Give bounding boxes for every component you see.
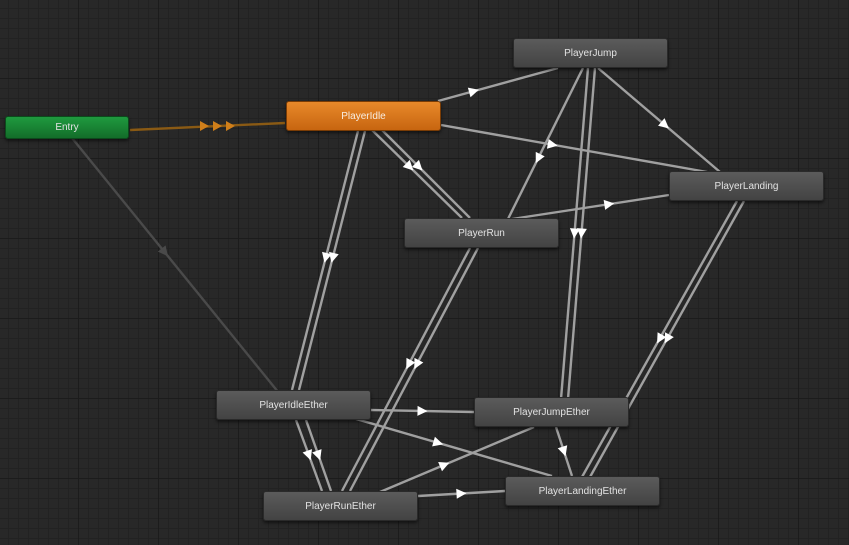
transition-idle-ether-to-landing-ether[interactable] [355,417,553,478]
player-run-ether-node[interactable]: PlayerRunEther [263,491,418,521]
player-landing-label: PlayerLanding [714,180,779,192]
transition-arrow-icon [329,251,339,263]
transition-idle-to-jump[interactable] [437,66,559,103]
transition-arrow-icon [576,228,587,239]
entry-node-label: Entry [55,122,79,133]
transition-arrow-icon [157,245,168,257]
player-run-ether-label: PlayerRunEther [305,500,376,512]
transition-arrow-icon [438,462,450,472]
transition-arrow-icon [657,332,667,344]
transition-landing-to-run[interactable] [511,193,670,221]
transition-arrow-icon [658,118,669,129]
transition-run-to-jump[interactable] [506,67,585,220]
player-landing-ether-label: PlayerLandingEther [538,485,627,497]
default-transition-arrow-icon [213,121,222,131]
transition-run-ether-to-jump-ether[interactable] [379,425,535,494]
transition-arrow-icon [557,445,568,457]
transition-arrow-icon [546,138,558,149]
transition-arrow-icon [302,449,312,461]
transition-arrow-icon [569,228,580,239]
transition-arrow-icon [432,436,444,447]
player-landing-node[interactable]: PlayerLanding [669,171,824,201]
transition-arrow-icon [322,251,332,263]
player-run-label: PlayerRun [458,227,505,239]
player-idle-node[interactable]: PlayerIdle [286,101,441,131]
player-landing-ether-node[interactable]: PlayerLandingEther [505,476,660,506]
default-transition-arrow-icon [226,121,235,131]
player-idle-ether-label: PlayerIdleEther [259,399,328,411]
player-jump-ether-label: PlayerJumpEther [513,406,590,418]
transition-run-to-idle[interactable] [381,129,471,219]
player-jump-ether-node[interactable]: PlayerJumpEther [474,397,629,427]
player-jump-label: PlayerJump [564,47,617,59]
transition-arrow-icon [414,357,424,370]
transition-jump-to-landing[interactable] [597,67,721,173]
player-idle-label: PlayerIdle [341,110,386,122]
transition-landing-to-idle[interactable] [440,123,708,174]
transition-run-to-run-ether[interactable] [340,247,472,492]
transition-arrow-icon [603,199,615,210]
transition-idle-to-run[interactable] [371,129,463,219]
entry-node[interactable]: Entry [5,116,129,139]
transition-arrow-icon [456,488,467,499]
player-jump-node[interactable]: PlayerJump [513,38,668,68]
transition-arrow-icon [467,87,479,98]
transition-arrow-icon [406,357,416,370]
transition-arrow-icon [312,449,322,461]
transition-arrow-icon [417,405,428,416]
transition-arrow-icon [664,332,674,344]
transition-entry-idle-ether[interactable] [71,137,284,399]
transition-arrow-icon [411,159,423,171]
player-run-node[interactable]: PlayerRun [404,218,559,248]
transition-arrow-icon [535,151,545,164]
default-transition-arrow-icon [200,121,209,131]
transition-run-ether-to-run[interactable] [348,247,480,492]
player-idle-ether-node[interactable]: PlayerIdleEther [216,390,371,420]
transition-arrow-icon [402,159,414,171]
